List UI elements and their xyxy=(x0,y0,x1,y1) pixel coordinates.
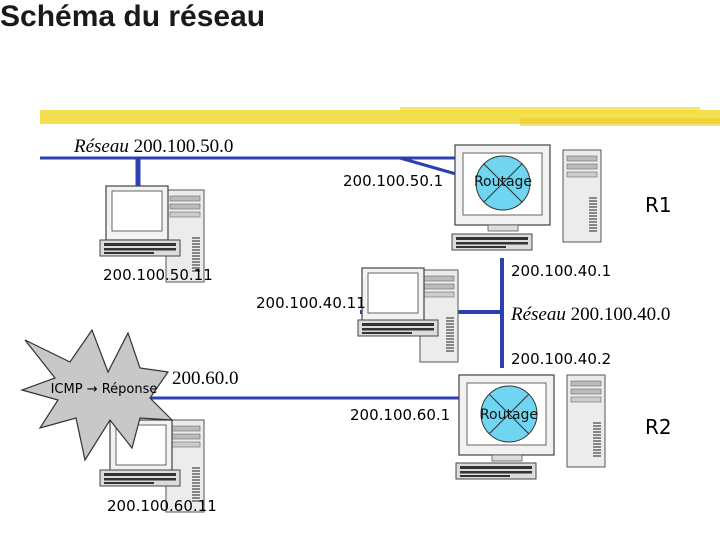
network-label-50-prefix: Réseau xyxy=(74,136,129,157)
icmp-burst-text: ICMP → Réponse xyxy=(51,382,158,397)
network-label-50: Réseau 200.100.50.0 xyxy=(74,136,233,158)
network-label-50-address: 200.100.50.0 xyxy=(133,136,234,157)
r2-interface-60: 200.100.60.1 xyxy=(350,406,451,424)
r2-interface-40: 200.100.40.2 xyxy=(511,350,612,368)
router-r1: Routage xyxy=(451,144,602,251)
router-r1-name: R1 xyxy=(645,193,672,217)
router-r2: Routage xyxy=(455,374,606,480)
host-address-60: 200.100.60.11 xyxy=(107,497,217,515)
router-r2-name: R2 xyxy=(645,415,672,439)
page-title: Schéma du réseau xyxy=(0,0,266,33)
host-address-50: 200.100.50.11 xyxy=(103,266,213,284)
r1-interface-40: 200.100.40.1 xyxy=(511,262,612,280)
r1-interface-50: 200.100.50.1 xyxy=(343,172,444,190)
router-r2-label: Routage xyxy=(480,407,538,423)
title-underline xyxy=(40,107,720,126)
network-label-40-prefix: Réseau xyxy=(511,304,566,325)
host-address-40: 200.100.40.11 xyxy=(256,294,366,312)
router-r1-label: Routage xyxy=(474,174,532,190)
network-label-40-address: 200.100.40.0 xyxy=(570,304,671,325)
icmp-burst: ICMP → Réponse xyxy=(20,328,174,462)
network-label-60: 200.60.0 xyxy=(172,368,239,389)
host-pc-40 xyxy=(357,267,459,363)
network-label-40: Réseau 200.100.40.0 xyxy=(511,304,670,326)
